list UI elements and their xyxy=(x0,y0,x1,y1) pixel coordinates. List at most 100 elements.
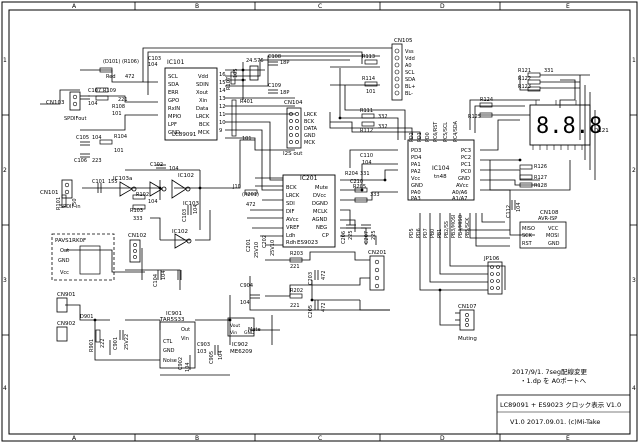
ic104-pin-right: PC1 xyxy=(461,162,471,168)
ic902-part: ME6209 xyxy=(230,349,253,355)
col-label: E xyxy=(566,435,570,442)
part-label: R108 xyxy=(112,104,125,110)
ic104-pin-right: A1/A7 xyxy=(452,196,467,202)
col-label: B xyxy=(195,3,199,10)
part-label: C205 xyxy=(308,305,314,318)
row-label: 4 xyxy=(632,385,636,392)
cn108-label: AVR-ISP xyxy=(538,216,557,222)
part-label: C901 xyxy=(113,337,119,350)
ic104-pin-left: PA1 xyxy=(411,162,421,168)
part-label: 104 xyxy=(169,166,179,172)
part-label: 472 xyxy=(321,302,327,312)
part-label: 225 xyxy=(348,230,354,240)
part-label: R123 xyxy=(518,84,531,90)
cn103-ref: CN103 xyxy=(46,100,65,106)
ic902-pin: Vout xyxy=(230,323,240,329)
col-label: D xyxy=(440,435,445,442)
ic101-pin-num: 11 xyxy=(219,112,226,118)
cn104-ref: CN104 xyxy=(284,100,303,106)
ic104-pin-right: PC2 xyxy=(461,155,471,161)
ic104-pin-bottom: PB1 xyxy=(437,229,443,238)
cn105-pin: Vss xyxy=(405,49,414,55)
ic103a-label: IC103a xyxy=(113,176,132,182)
capacitor-bodies xyxy=(80,61,516,355)
ic101-pin-right: Vdd xyxy=(198,74,208,80)
cn105-pin: BL+ xyxy=(405,84,415,90)
part-label: R125 xyxy=(468,114,481,120)
title-block: LC89091 + ES9023 クロック表示 V1.0 V1.0 2017.0… xyxy=(496,394,631,435)
cn201-audio-out: CN201 xyxy=(368,250,386,291)
ic101-pin-num: 16 xyxy=(219,72,226,78)
part-label: (R201) xyxy=(242,192,259,198)
ic101-pin-num: 14 xyxy=(219,88,226,94)
ic101-pin-right: BCK xyxy=(199,122,210,128)
part-label: 222 xyxy=(100,338,106,348)
cn104-pin: MCK xyxy=(304,140,316,146)
part-label: D901 xyxy=(80,314,93,320)
part-label: C104 xyxy=(153,274,159,287)
ic101-ref: IC101 xyxy=(167,59,185,66)
cn107-label: Muting xyxy=(458,336,477,342)
part-label: R107 xyxy=(226,77,232,90)
cn102-connector: CN102 xyxy=(128,233,146,263)
cn108-pin: MISO xyxy=(522,226,535,232)
part-label: C903 xyxy=(197,342,210,348)
part-label: C905 xyxy=(209,351,215,364)
cn105-pin: Vdd xyxy=(405,56,415,62)
ic901-pin: Noise xyxy=(163,358,177,364)
part-label: 101 xyxy=(114,148,124,154)
cn104-pin: DATA xyxy=(304,126,317,132)
part-label: 101 xyxy=(366,89,376,95)
part-label: 24.576 xyxy=(246,58,264,64)
part-label: R204 xyxy=(345,171,358,177)
part-label: C902 xyxy=(178,357,184,370)
ic901-ref: IC901 xyxy=(166,311,182,317)
ic104-pin-bottom: PD6 xyxy=(416,228,422,238)
col-label: C xyxy=(318,3,322,10)
ic201-es9023: IC201 ES9023 BCK LRCK SDI DIF AVcc VREF … xyxy=(282,174,336,248)
ic201-pin-left: VREF xyxy=(286,225,299,231)
cn104-label: I2S out xyxy=(283,151,303,157)
part-label: 331 xyxy=(544,68,554,74)
part-label: C107 xyxy=(88,88,101,94)
row-label: 3 xyxy=(632,277,636,284)
part-label: 333 xyxy=(370,192,380,198)
ic104-pin-right: GND xyxy=(458,176,470,182)
ic901-pin: Vin xyxy=(181,336,189,342)
ic101-pin-right: Xout xyxy=(196,90,208,96)
ic101-pin-num: 13 xyxy=(219,96,226,102)
cn107-muting: CN107 Muting xyxy=(458,304,477,342)
row-label: 1 xyxy=(632,57,636,64)
ic101-lc89091: IC101 LC89091 SCL SDA ERR GPO RxIN MPIO … xyxy=(164,59,226,141)
resistor-bodies xyxy=(61,59,541,343)
part-label: C206 xyxy=(341,231,347,244)
col-label: B xyxy=(195,435,199,442)
logic-gates xyxy=(119,179,192,249)
part-label: R121 xyxy=(518,68,531,74)
part-label: 225 xyxy=(371,230,377,240)
col-label: C xyxy=(318,435,322,442)
cn901-power-in: CN901 xyxy=(56,292,75,313)
part-label: C110 xyxy=(360,153,373,159)
part-label: 221 xyxy=(290,303,300,309)
part-label: R109 xyxy=(103,88,116,94)
cn101-label: SPDIF in xyxy=(60,204,81,210)
ic104-pin-right: AVcc xyxy=(456,183,469,189)
ic201-pin-right: CP xyxy=(322,233,329,239)
note-line-2: ・1.dp を A0ポートへ xyxy=(520,377,587,385)
ic104-pin-top: PD0 xyxy=(425,132,431,142)
part-label: C904 xyxy=(240,283,253,289)
part-label: 331 xyxy=(360,171,370,177)
ic101-part: LC89091 xyxy=(172,132,196,138)
ic104-pin-right: PC0 xyxy=(461,169,471,175)
part-label: R113 xyxy=(362,54,375,60)
part-label: 104 xyxy=(161,270,167,280)
part-label: 223 xyxy=(92,158,102,164)
ic201-pin-left: BCK xyxy=(286,185,297,191)
ic101-pin-right: MCK xyxy=(198,130,210,136)
sheet-title: LC89091 + ES9023 クロック表示 V1.0 xyxy=(500,400,621,409)
part-label: C207 xyxy=(364,231,370,244)
ic102b-label: IC102 xyxy=(172,229,188,235)
ic902-ref: IC902 xyxy=(232,342,248,348)
